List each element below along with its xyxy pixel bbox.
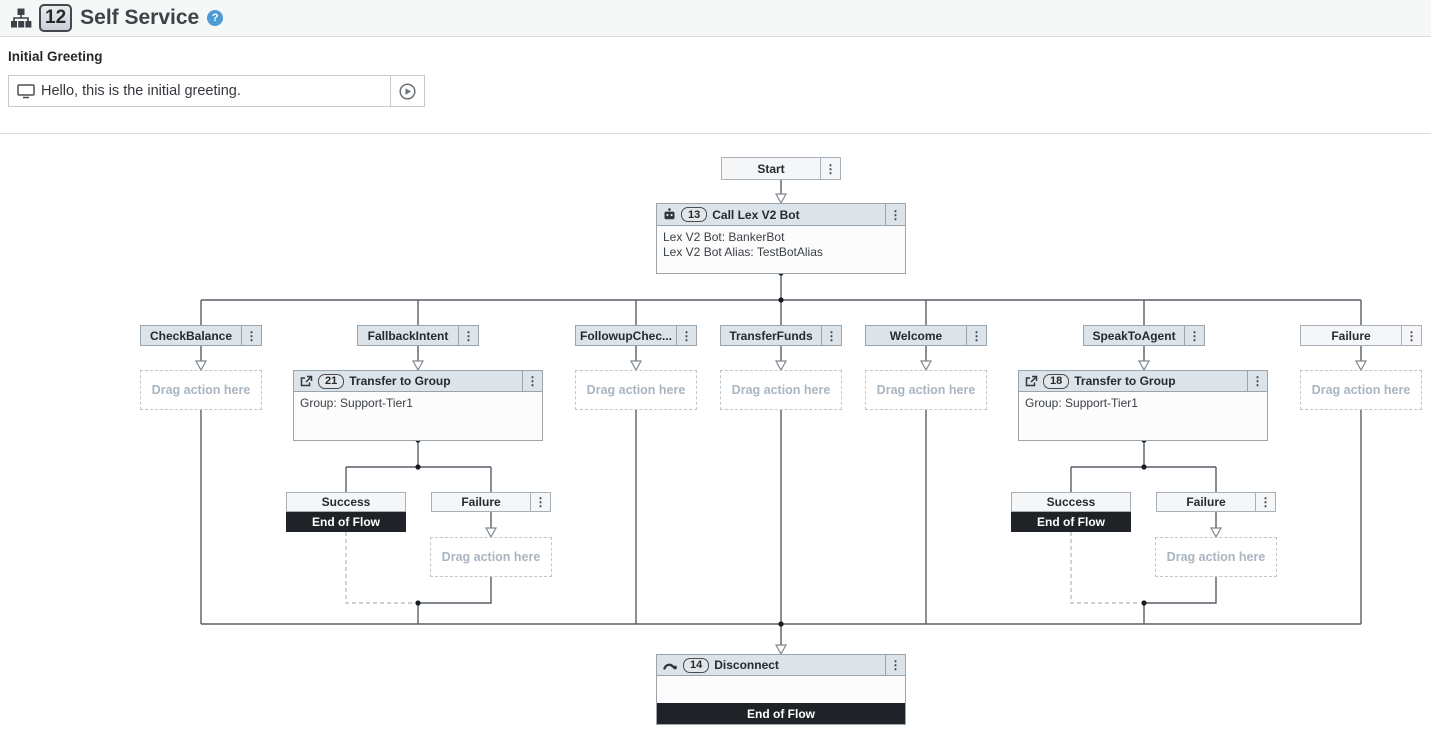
- transfer-node-body: Group: Support-Tier1: [294, 392, 542, 440]
- disconnect-body: [657, 676, 905, 703]
- node-title: Transfer to Group: [349, 374, 451, 388]
- transfer-to-group-node-21[interactable]: 21 Transfer to Group ⋮ Group: Support-Ti…: [293, 370, 543, 441]
- node-menu-button[interactable]: ⋮: [1247, 371, 1267, 391]
- sitemap-icon: [11, 8, 32, 27]
- branch-menu-button[interactable]: ⋮: [966, 326, 986, 345]
- transfer-group: Group: Support-Tier1: [1025, 396, 1138, 410]
- drag-action-target[interactable]: Drag action here: [720, 370, 842, 410]
- transfer-group: Group: Support-Tier1: [300, 396, 413, 410]
- branch-label: SpeakToAgent: [1092, 328, 1176, 343]
- branch-failure[interactable]: Failure ⋮: [1300, 325, 1422, 346]
- outcome-success[interactable]: Success: [286, 492, 406, 512]
- drag-action-target[interactable]: Drag action here: [865, 370, 987, 410]
- node-id-badge: 14: [683, 657, 710, 673]
- branch-followupcheck[interactable]: FollowupChec... ⋮: [575, 325, 697, 346]
- branch-label: TransferFunds: [729, 328, 813, 343]
- outcome-success[interactable]: Success: [1011, 492, 1131, 512]
- branch-welcome[interactable]: Welcome ⋮: [865, 325, 987, 346]
- node-menu-button[interactable]: ⋮: [885, 655, 905, 675]
- play-icon: [399, 82, 416, 100]
- start-menu-button[interactable]: ⋮: [820, 158, 840, 179]
- transfer-icon: [1025, 375, 1038, 387]
- branch-label: FallbackIntent: [367, 328, 449, 343]
- end-of-flow-bar: End of Flow: [657, 703, 905, 724]
- node-id-badge: 21: [318, 373, 345, 389]
- branch-menu-button[interactable]: ⋮: [458, 326, 478, 345]
- call-lex-v2-bot-header: 13 Call Lex V2 Bot ⋮: [657, 204, 905, 226]
- branch-menu-button[interactable]: ⋮: [1401, 326, 1421, 345]
- flow-canvas[interactable]: Start ⋮ 13 Call Lex V2 Bot ⋮ Lex V2 Bot:…: [0, 134, 1431, 737]
- branch-menu-button[interactable]: ⋮: [1184, 326, 1204, 345]
- start-label: Start: [757, 161, 785, 176]
- drag-action-target[interactable]: Drag action here: [1155, 537, 1277, 577]
- drag-action-target[interactable]: Drag action here: [1300, 370, 1422, 410]
- node-menu-button[interactable]: ⋮: [522, 371, 542, 391]
- disconnect-header: 14 Disconnect ⋮: [657, 655, 905, 676]
- transfer-icon: [300, 375, 313, 387]
- initial-greeting-section: Initial Greeting: [0, 37, 1431, 134]
- help-icon[interactable]: ?: [207, 10, 224, 26]
- outcome-failure[interactable]: Failure ⋮: [431, 492, 551, 512]
- disconnect-node[interactable]: 14 Disconnect ⋮ End of Flow: [656, 654, 906, 725]
- outcome-label: Failure: [1186, 495, 1226, 509]
- node-title: Disconnect: [714, 658, 779, 672]
- call-lex-v2-bot-node[interactable]: 13 Call Lex V2 Bot ⋮ Lex V2 Bot: BankerB…: [656, 203, 906, 274]
- transfer-node-header: 21 Transfer to Group ⋮: [294, 371, 542, 392]
- end-of-flow-bar: End of Flow: [1011, 512, 1131, 532]
- lex-bot-name: Lex V2 Bot: BankerBot: [663, 230, 785, 244]
- hang-up-icon: [663, 663, 677, 670]
- play-greeting-button[interactable]: [391, 76, 424, 106]
- outcome-menu-button[interactable]: ⋮: [1255, 493, 1275, 511]
- start-node[interactable]: Start ⋮: [721, 157, 841, 180]
- transfer-to-group-node-18[interactable]: 18 Transfer to Group ⋮ Group: Support-Ti…: [1018, 370, 1268, 441]
- branch-label: Failure: [1331, 328, 1371, 343]
- end-of-flow-bar: End of Flow: [286, 512, 406, 532]
- drag-action-target[interactable]: Drag action here: [430, 537, 552, 577]
- branch-menu-button[interactable]: ⋮: [821, 326, 841, 345]
- page-title: Self Service: [80, 6, 200, 29]
- outcome-menu-button[interactable]: ⋮: [530, 493, 550, 511]
- branch-checkbalance[interactable]: CheckBalance ⋮: [140, 325, 262, 346]
- branch-fallbackintent[interactable]: FallbackIntent ⋮: [357, 325, 479, 346]
- monitor-icon: [17, 83, 35, 98]
- drag-action-target[interactable]: Drag action here: [575, 370, 697, 410]
- flow-connectors: [194, 180, 1368, 656]
- initial-greeting-input[interactable]: [41, 83, 382, 99]
- initial-greeting-input-area: [9, 76, 391, 106]
- outcome-label: Success: [321, 495, 371, 509]
- branch-transferfunds[interactable]: TransferFunds ⋮: [720, 325, 842, 346]
- drag-action-target[interactable]: Drag action here: [140, 370, 262, 410]
- branch-label: CheckBalance: [149, 328, 233, 343]
- flow-id-badge: 12: [39, 4, 73, 32]
- call-lex-v2-bot-body: Lex V2 Bot: BankerBot Lex V2 Bot Alias: …: [657, 226, 905, 273]
- branch-label: Welcome: [889, 328, 943, 343]
- branch-menu-button[interactable]: ⋮: [676, 326, 696, 345]
- initial-greeting-label: Initial Greeting: [8, 49, 103, 64]
- initial-greeting-row: [8, 75, 425, 107]
- transfer-node-header: 18 Transfer to Group ⋮: [1019, 371, 1267, 392]
- branch-menu-button[interactable]: ⋮: [241, 326, 261, 345]
- node-title: Call Lex V2 Bot: [712, 207, 800, 222]
- node-id-badge: 18: [1043, 373, 1070, 389]
- outcome-label: Failure: [461, 495, 501, 509]
- outcome-label: Success: [1046, 495, 1096, 509]
- node-id-badge: 13: [681, 207, 708, 222]
- bot-icon: [664, 208, 675, 220]
- branch-speaktoagent[interactable]: SpeakToAgent ⋮: [1083, 325, 1205, 346]
- node-menu-button[interactable]: ⋮: [885, 204, 905, 225]
- node-title: Transfer to Group: [1074, 374, 1176, 388]
- branch-label: FollowupChec...: [580, 328, 672, 343]
- lex-bot-alias: Lex V2 Bot Alias: TestBotAlias: [663, 245, 823, 259]
- outcome-failure[interactable]: Failure ⋮: [1156, 492, 1276, 512]
- flow-title-bar: 12 Self Service ?: [0, 0, 1431, 37]
- transfer-node-body: Group: Support-Tier1: [1019, 392, 1267, 440]
